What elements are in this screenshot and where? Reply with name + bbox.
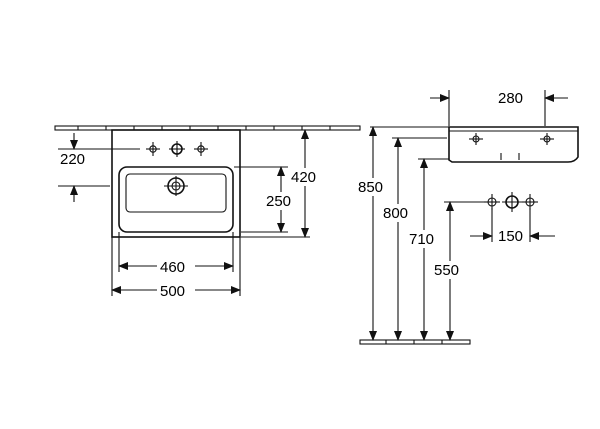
dim-bowl-width: 460 bbox=[118, 232, 234, 276]
drain-icon bbox=[164, 176, 188, 196]
label-850: 850 bbox=[358, 179, 383, 196]
supply-connections bbox=[484, 192, 538, 212]
tap-hole-right-icon bbox=[194, 142, 208, 156]
label-420: 420 bbox=[291, 169, 316, 186]
dim-side-width: 280 bbox=[430, 90, 568, 126]
dim-supply-spacing: 150 bbox=[470, 208, 555, 245]
dim-overall-depth: 420 bbox=[241, 129, 324, 238]
dim-outlet-height: 710 bbox=[408, 158, 449, 341]
waste-outlet-icon bbox=[502, 192, 522, 212]
dim-overall-width: 500 bbox=[111, 237, 241, 300]
dim-rim-height: 850 bbox=[357, 126, 449, 341]
supply-left-icon bbox=[484, 194, 500, 210]
bowl-inner bbox=[125, 173, 227, 213]
label-280: 280 bbox=[498, 90, 523, 107]
tap-hole-left-icon bbox=[146, 142, 160, 156]
label-460: 460 bbox=[160, 259, 185, 276]
side-basin bbox=[448, 126, 579, 163]
label-550: 550 bbox=[434, 262, 459, 279]
label-150: 150 bbox=[498, 228, 523, 245]
label-220: 220 bbox=[60, 151, 85, 168]
tap-hole-center-icon bbox=[169, 141, 185, 157]
dim-underside-height: 800 bbox=[382, 137, 447, 341]
side-view: 280 850 bbox=[357, 90, 579, 345]
label-800: 800 bbox=[383, 205, 408, 222]
bowl-outline bbox=[118, 166, 234, 233]
supply-right-icon bbox=[522, 194, 538, 210]
dim-tap-hole-height: 220 bbox=[58, 133, 140, 202]
label-250: 250 bbox=[266, 193, 291, 210]
label-500: 500 bbox=[160, 283, 185, 300]
front-view: 220 250 420 460 bbox=[54, 125, 361, 300]
dim-supply-height: 550 bbox=[433, 201, 488, 341]
label-710: 710 bbox=[409, 231, 434, 248]
basin-outline bbox=[111, 129, 241, 238]
dim-bowl-height: 250 bbox=[234, 166, 298, 233]
floor-line bbox=[359, 339, 471, 345]
